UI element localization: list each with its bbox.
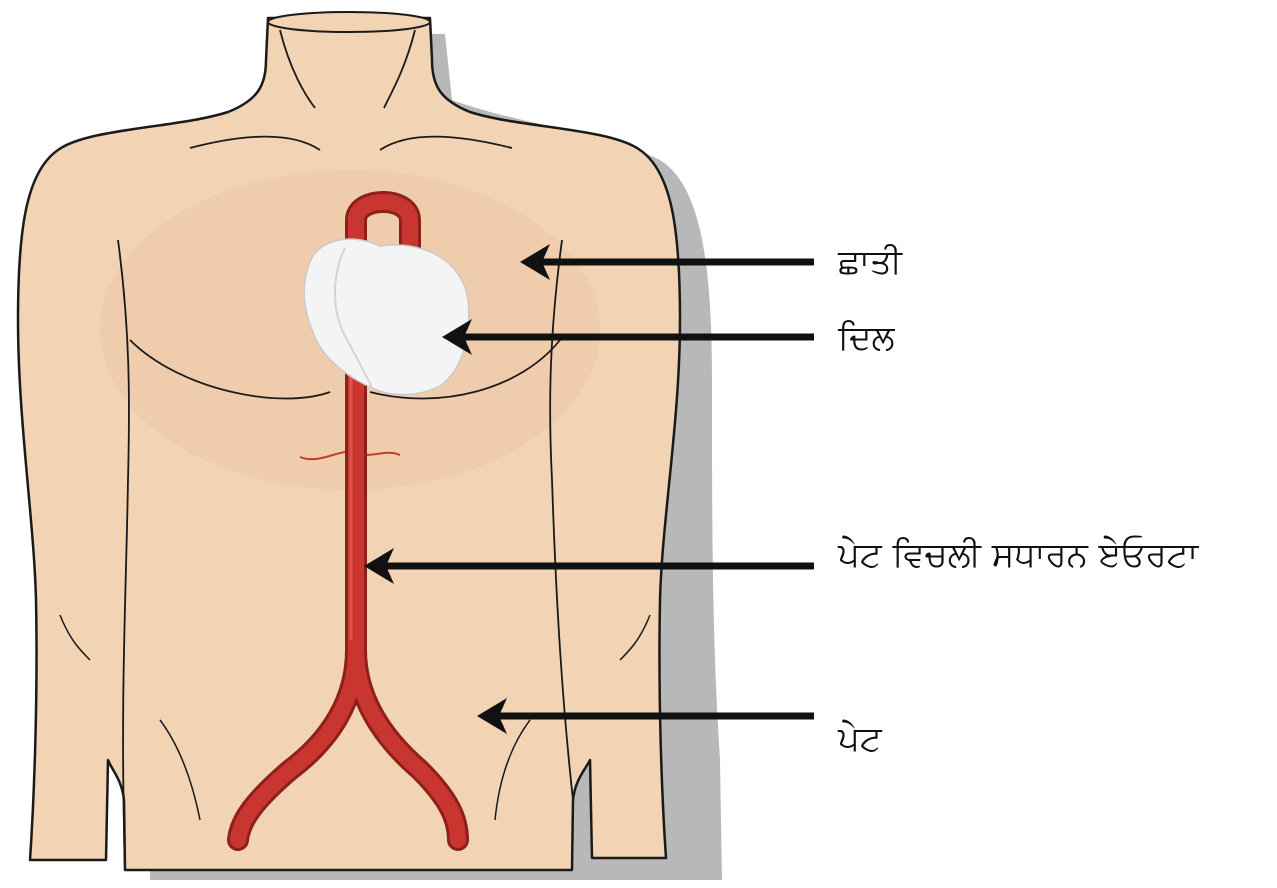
label-heart: ਦਿਲ <box>837 318 895 358</box>
label-abdominal-aorta: ਪੇਟ ਵਿਚਲੀ ਸਧਾਰਨ ਏਓਰਟਾ <box>837 535 1199 575</box>
neck-opening <box>268 12 430 32</box>
label-abdomen: ਪੇਟ <box>837 719 883 759</box>
label-chest: ਛਾਤੀ <box>837 242 903 282</box>
